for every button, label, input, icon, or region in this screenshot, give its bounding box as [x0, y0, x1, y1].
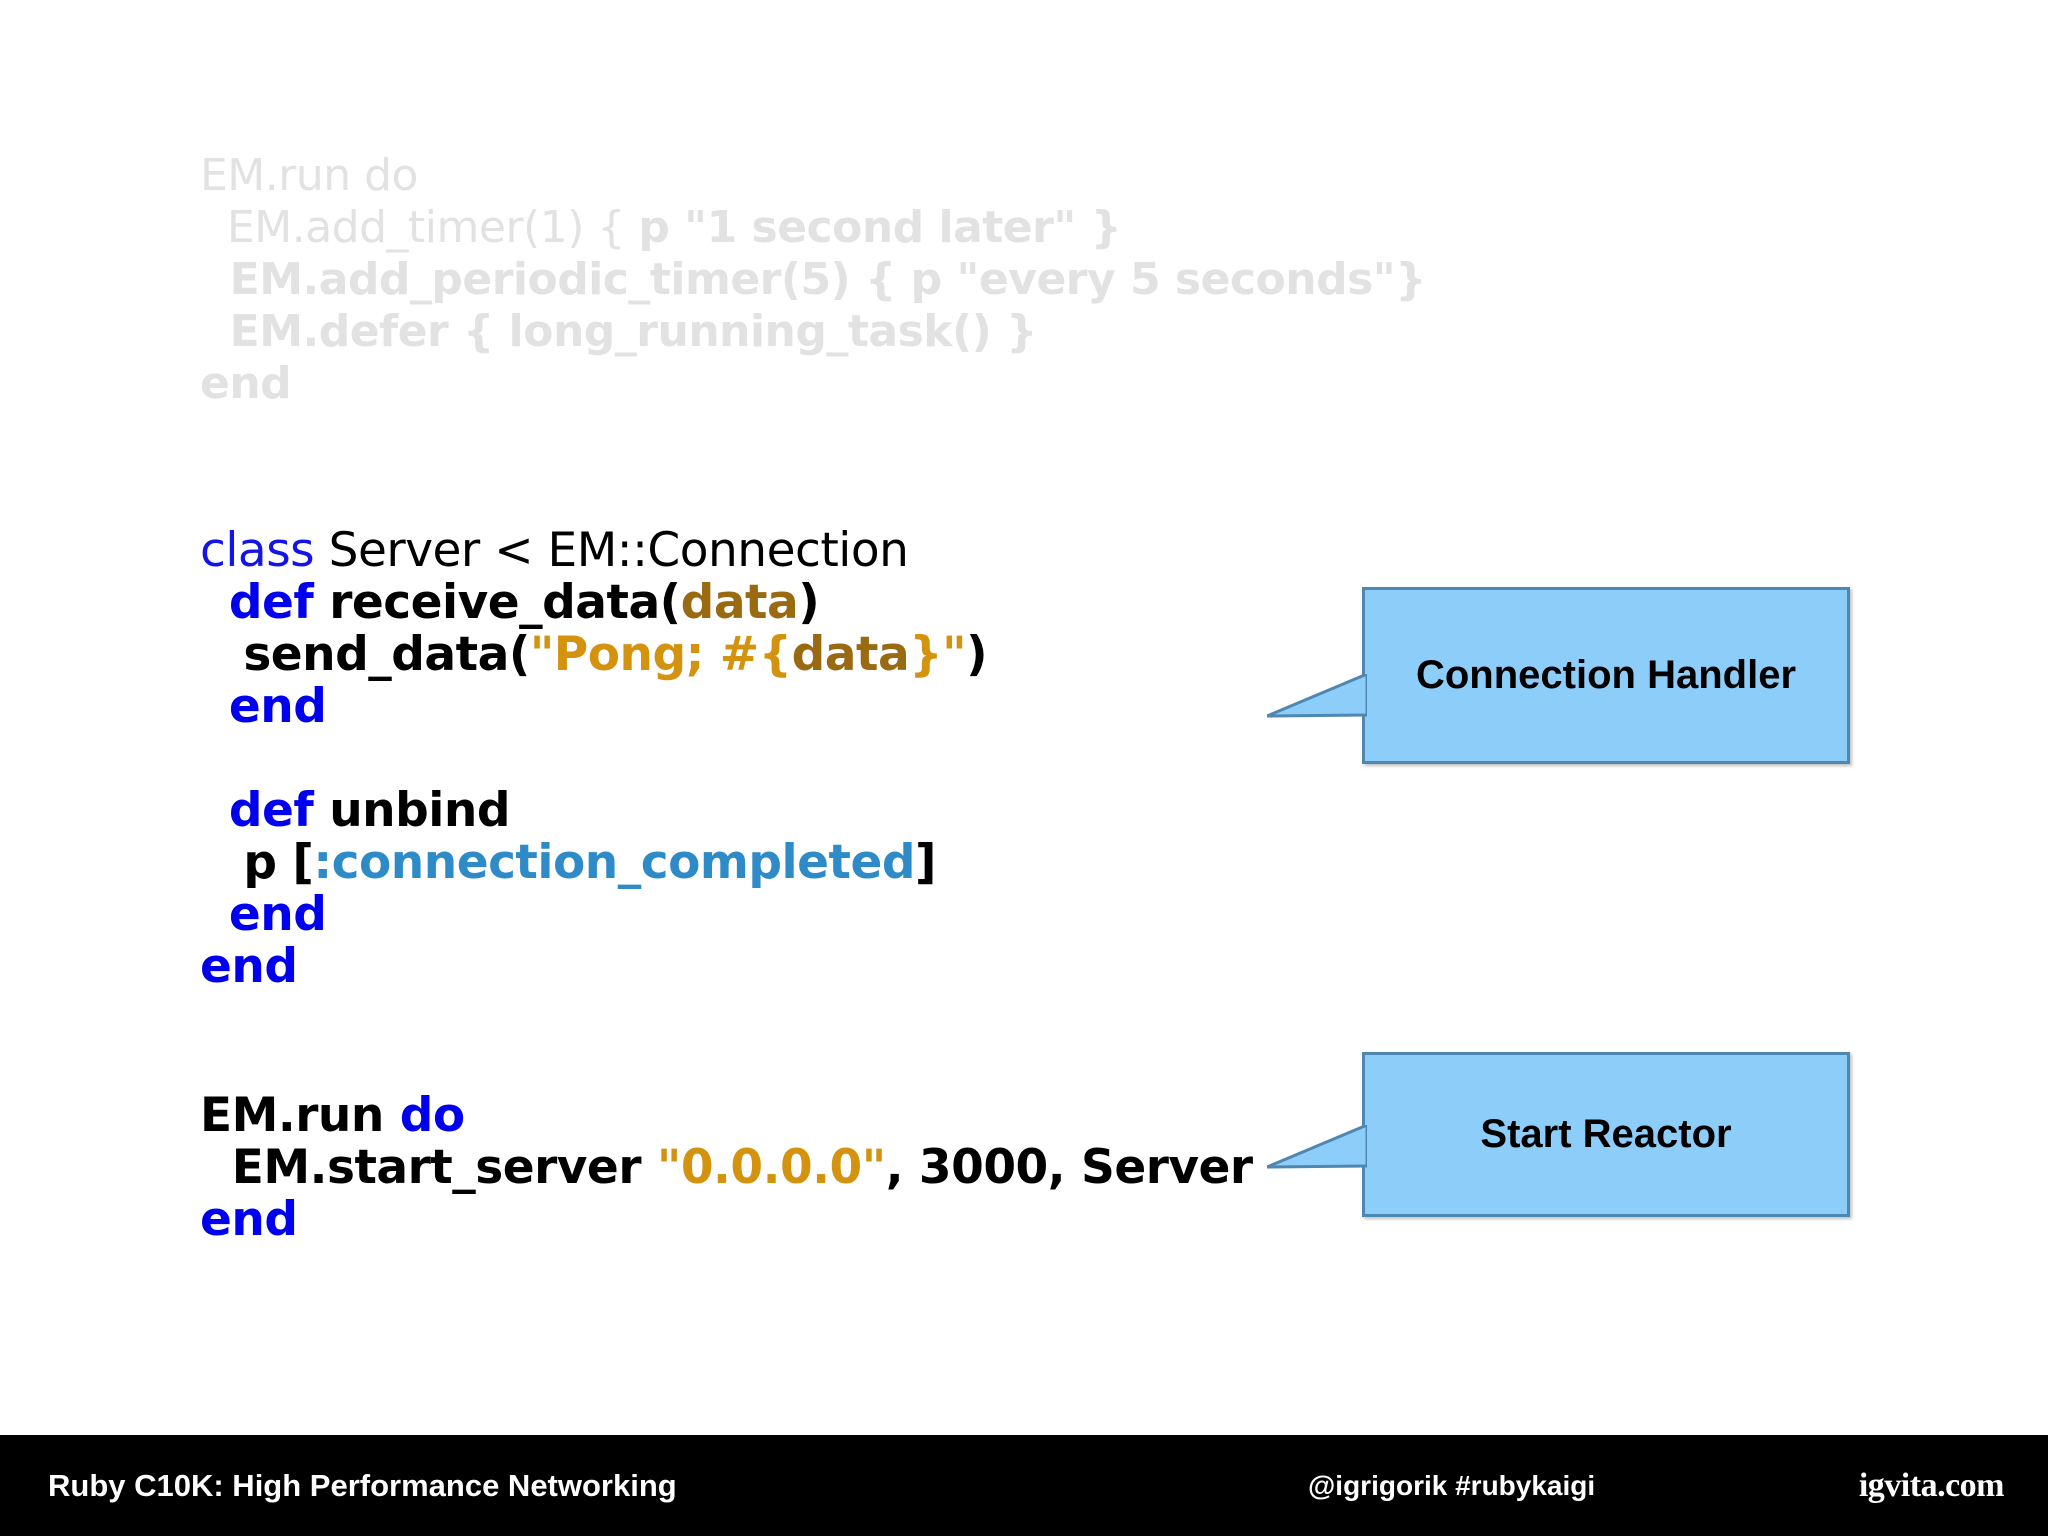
callout-start-reactor: Start Reactor — [1267, 1052, 1850, 1217]
callout-connection-handler: Connection Handler — [1267, 587, 1850, 764]
class-declaration-rest: Server < EM::Connection — [314, 523, 909, 578]
indent — [200, 783, 229, 838]
code-line-p-connection-completed: p [:connection_completed] — [200, 837, 987, 889]
paren-close: ) — [966, 627, 988, 682]
code-line-end-receive-data: end — [200, 681, 987, 733]
faded-code-line-2-bold: p "1 second later" } — [638, 202, 1122, 253]
callout-tail-icon — [1267, 1125, 1367, 1169]
keyword-end: end — [228, 679, 327, 734]
keyword-do: do — [399, 1088, 465, 1143]
indent — [200, 575, 229, 630]
call-p-open: p [ — [243, 835, 314, 890]
code-line-end-class: end — [200, 941, 987, 993]
faded-code-line-1: EM.run do — [200, 150, 418, 201]
faded-code-line-3: EM.add_periodic_timer(5) { p "every 5 se… — [200, 254, 1427, 305]
call-em-start-server: EM.start_server — [231, 1140, 657, 1195]
code-line-em-run: EM.run do — [200, 1090, 1253, 1142]
code-line-def-unbind: def unbind — [200, 785, 987, 837]
code-line-send-data: send_data("Pong; #{data}") — [200, 629, 987, 681]
method-name-receive-data: receive_data( — [313, 575, 681, 630]
faded-code-line-4: EM.defer { long_running_task() } — [200, 306, 1038, 357]
indent — [200, 1140, 232, 1195]
code-line-def-receive-data: def receive_data(data) — [200, 577, 987, 629]
faded-code-block: EM.run do EM.add_timer(1) { p "1 second … — [200, 150, 1427, 410]
string-pong-open: "Pong; #{ — [529, 627, 792, 682]
footer-title: Ruby C10K: High Performance Networking — [48, 1467, 677, 1503]
slide-footer: Ruby C10K: High Performance Networking @… — [0, 1435, 2048, 1536]
keyword-def: def — [228, 575, 314, 630]
code-line-em-start-server: EM.start_server "0.0.0.0", 3000, Server — [200, 1142, 1253, 1194]
keyword-end: end — [228, 887, 327, 942]
server-class-code-block: class Server < EM::Connection def receiv… — [200, 525, 988, 993]
faded-code-line-5: end — [200, 358, 292, 409]
footer-social-handle: @igrigorik #rubykaigi — [1308, 1469, 1596, 1501]
keyword-end: end — [200, 939, 298, 994]
call-send-data: send_data( — [243, 627, 530, 682]
start-server-args: , 3000, Server — [885, 1140, 1253, 1195]
callout-label: Connection Handler — [1415, 653, 1797, 697]
code-line-end-reactor: end — [200, 1194, 1253, 1246]
interp-data: data — [791, 627, 910, 682]
footer-brand: igvita.com — [1858, 1466, 2005, 1504]
object-em-run: EM.run — [200, 1088, 400, 1143]
callout-tail-icon — [1267, 674, 1367, 718]
code-line-end-unbind: end — [200, 889, 987, 941]
string-bind-address: "0.0.0.0" — [656, 1140, 886, 1195]
keyword-class: class — [200, 523, 315, 578]
reactor-code-block: EM.run do EM.start_server "0.0.0.0", 300… — [200, 1090, 1253, 1246]
keyword-def: def — [228, 783, 314, 838]
indent — [200, 887, 229, 942]
code-line-class-server: class Server < EM::Connection — [200, 525, 987, 577]
symbol-connection-completed: :connection_completed — [313, 835, 915, 890]
callout-label: Start Reactor — [1480, 1112, 1732, 1156]
keyword-end: end — [200, 1192, 298, 1247]
indent — [200, 835, 243, 890]
bracket-close: ] — [915, 835, 936, 890]
indent — [200, 679, 229, 734]
indent — [200, 627, 243, 682]
faded-code-line-2-plain: EM.add_timer(1) { — [200, 202, 639, 253]
string-pong-close: }" — [909, 627, 967, 682]
paren-close: ) — [798, 575, 820, 630]
param-data: data — [680, 575, 799, 630]
code-blank-line — [200, 733, 987, 785]
method-name-unbind: unbind — [313, 783, 510, 838]
